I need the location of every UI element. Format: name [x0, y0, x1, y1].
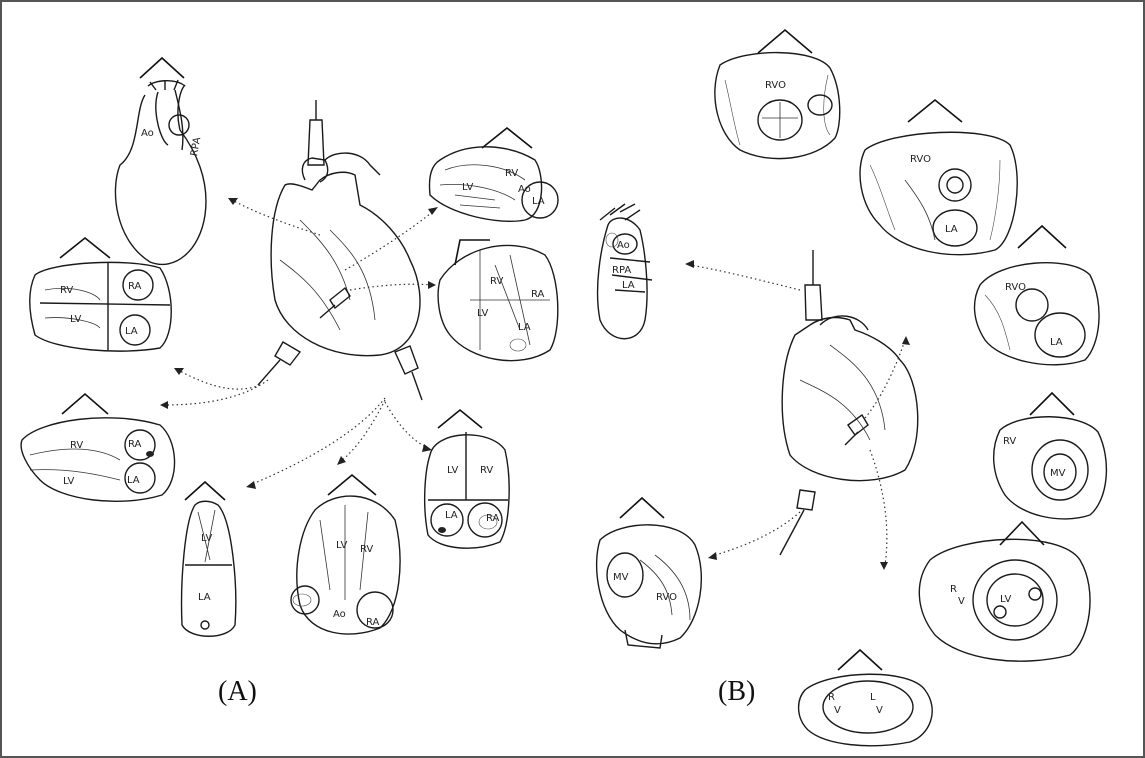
label-la: LA [1050, 337, 1063, 348]
label-la: LA [198, 592, 211, 603]
label-ra: RA [128, 439, 142, 450]
label-rv: RV [505, 168, 518, 179]
view-a-apical-4ch: RV RA LV LA [30, 238, 172, 351]
label-la: LA [945, 224, 958, 235]
label-la: LA [518, 322, 531, 333]
label-rpa: RPA [189, 136, 203, 157]
view-b-short-axis-mitral: RV MV [994, 393, 1107, 519]
label-lv: LV [1000, 594, 1011, 605]
panel-b: Ao RPA LA RVO RVO LA [597, 30, 1107, 746]
label-la: LA [125, 326, 138, 337]
label-mv: MV [613, 572, 629, 583]
view-b-suprasternal: Ao RPA LA [598, 204, 652, 339]
view-a-parasternal-long: RV LV Ao LA [429, 128, 558, 221]
label-ra: RA [531, 289, 545, 300]
label-la: LA [622, 280, 635, 291]
label-ra: RA [128, 281, 142, 292]
view-a-subcostal: RV RA LV LA [21, 394, 174, 501]
label-ao: Ao [141, 128, 154, 139]
label-ao: Ao [617, 240, 630, 251]
label-lv: LV [70, 314, 81, 325]
view-b-short-axis-papillary: R V LV [919, 522, 1090, 661]
label-rv: RV [1003, 436, 1016, 447]
label-rvo: RVO [1005, 282, 1026, 293]
label-ao: Ao [518, 184, 531, 195]
view-b-short-axis-3: RVO LA [975, 226, 1100, 365]
scan-arrows-a [160, 198, 438, 489]
label-lv: LV [462, 182, 473, 193]
label-ao: Ao [333, 609, 346, 620]
central-heart-b [780, 250, 918, 555]
view-b-short-axis-apex: R V L V [799, 650, 933, 746]
view-a-apical-4ch-lower: LV RV LA RA [425, 410, 509, 548]
label-rv: RV [60, 285, 73, 296]
label-l: L [870, 692, 876, 703]
label-rvo: RVO [765, 80, 786, 91]
label-la: LA [445, 510, 458, 521]
view-b-short-axis-great-arteries: RVO [715, 30, 840, 159]
label-rv: RV [490, 276, 503, 287]
label-rvo: RVO [656, 592, 677, 603]
view-a-suprasternal: Ao RPA [115, 58, 206, 264]
label-r: R [828, 692, 835, 703]
label-lv: LV [477, 308, 488, 319]
view-a-apical-2ch: LV LA [182, 482, 236, 636]
central-heart-a [258, 100, 422, 400]
label-lv: LV [447, 465, 458, 476]
view-a-apical-5ch: LV RV Ao RA [291, 475, 400, 634]
panel-label-a: (A) [218, 676, 257, 707]
label-lv: LV [201, 533, 212, 544]
panel-label-b: (B) [718, 676, 755, 707]
label-rv: RV [360, 544, 373, 555]
label-mv: MV [1050, 468, 1066, 479]
label-v2: V [876, 705, 883, 716]
view-b-subcostal-short: MV RVO [597, 498, 702, 648]
label-lv: LV [63, 476, 74, 487]
label-v: V [834, 705, 841, 716]
label-ra: RA [366, 617, 380, 628]
label-la: LA [532, 196, 545, 207]
label-ra: RA [486, 513, 500, 524]
label-r: R [950, 584, 957, 595]
label-la: LA [127, 475, 140, 486]
view-a-short-4ch: RV RA LV LA [438, 240, 558, 361]
label-v: V [958, 596, 965, 607]
view-b-short-axis-2: RVO LA [860, 100, 1017, 255]
label-rvo: RVO [910, 154, 931, 165]
label-rpa: RPA [612, 265, 631, 276]
label-lv: LV [336, 540, 347, 551]
label-rv: RV [70, 440, 83, 451]
panel-a: Ao RPA RV LV Ao LA RV RA LV LA [21, 58, 558, 707]
label-rv: RV [480, 465, 493, 476]
